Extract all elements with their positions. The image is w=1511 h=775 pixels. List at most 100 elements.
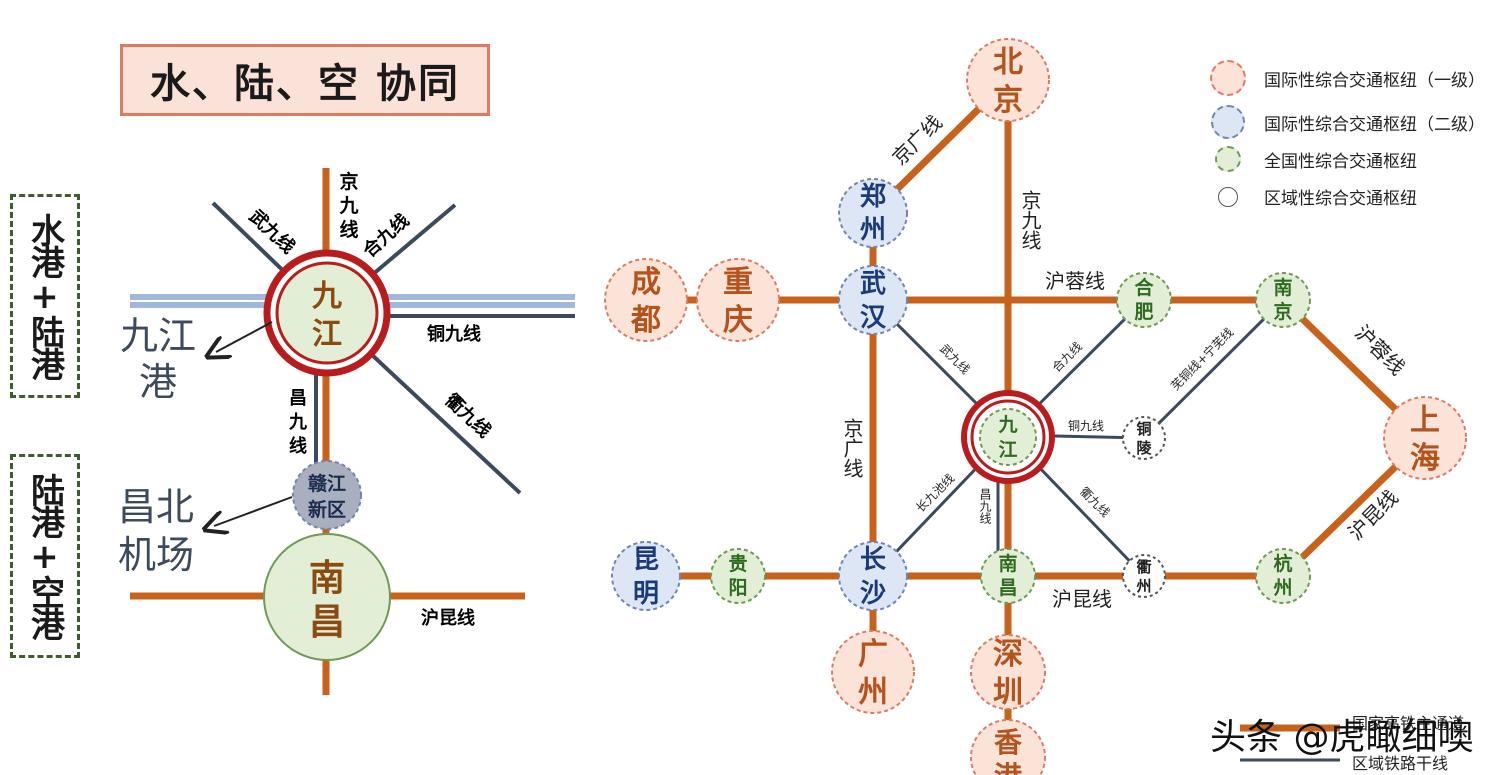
jingjiu-label-2: 九 <box>338 195 358 217</box>
tongjiu-right-label: 铜九线 <box>1068 418 1104 433</box>
node-chengdu: 成 都 <box>604 258 688 342</box>
svg-text:贵: 贵 <box>728 553 747 575</box>
svg-text:昆: 昆 <box>633 545 659 575</box>
node-wuhan: 武 汉 <box>838 265 908 335</box>
svg-text:都: 都 <box>630 303 661 338</box>
legend-label-regional: 区域性综合交通枢纽 <box>1264 189 1417 209</box>
node-guiyang: 贵 阳 <box>710 548 766 604</box>
svg-text:京: 京 <box>993 83 1023 118</box>
legend-label-tier2: 国际性综合交通枢纽（二级） <box>1264 114 1485 135</box>
ganjiang-hub <box>292 460 362 530</box>
svg-text:港: 港 <box>994 760 1023 775</box>
legend-swatch-tier1 <box>1210 60 1246 96</box>
changjiu-label-3: 线 <box>289 435 307 457</box>
svg-text:南: 南 <box>1273 277 1292 299</box>
node-zhengzhou: 郑 州 <box>838 178 908 248</box>
svg-text:州: 州 <box>1273 577 1292 599</box>
svg-text:南: 南 <box>998 553 1017 575</box>
land-air-port-label: 陆港+空港 <box>24 473 65 639</box>
node-changsha: 长 沙 <box>838 541 908 611</box>
jingguang-upper-label: 京广线 <box>887 110 946 169</box>
hejiu-right-label: 合九线 <box>1049 339 1085 375</box>
svg-text:上: 上 <box>1410 403 1440 438</box>
node-nanchang: 南 昌 <box>980 548 1036 604</box>
jiujiang-hub <box>275 261 379 365</box>
legend-label-tier1: 国际性综合交通枢纽（一级） <box>1264 70 1485 91</box>
ganjiang-label-2: 新区 <box>308 498 346 521</box>
jingjiu-label-1: 京 <box>339 170 358 193</box>
svg-text:州: 州 <box>858 675 888 710</box>
line-wuhu <box>1142 298 1285 440</box>
svg-text:陵: 陵 <box>1136 439 1152 457</box>
node-shenzhen: 深 圳 <box>970 634 1046 710</box>
changbei-airport-label-1: 昌北 <box>118 485 194 529</box>
svg-text:明: 明 <box>633 579 659 609</box>
legend-line-label: 区域铁路干线 <box>1352 754 1449 773</box>
watermark: 头条 @虎瞰细噢 <box>1210 717 1474 758</box>
hurong-center-label: 沪蓉线 <box>1045 269 1105 293</box>
hukun-center-label: 沪昆线 <box>1052 587 1112 611</box>
nanchang-hub-label-2: 昌 <box>309 602 345 643</box>
jingguang-left-label: 京广线 <box>840 418 864 478</box>
svg-text:重: 重 <box>723 265 753 300</box>
svg-text:广: 广 <box>858 637 888 672</box>
changjiu-label-1: 昌 <box>289 388 307 409</box>
legend-item-tier2: 国际性综合交通枢纽（二级） <box>1210 105 1485 139</box>
svg-text:庆: 庆 <box>723 303 753 338</box>
svg-text:成: 成 <box>631 265 661 300</box>
node-hangzhou: 杭 州 <box>1255 548 1311 604</box>
land-air-port-box: 陆港+空港 <box>10 454 80 658</box>
node-quzhou: 衢 州 <box>1122 554 1166 598</box>
changjiu-right-label: 昌九线 <box>978 488 992 524</box>
svg-text:州: 州 <box>1135 577 1151 595</box>
svg-text:北: 北 <box>993 45 1023 80</box>
svg-text:昌: 昌 <box>998 577 1017 599</box>
svg-text:合: 合 <box>1134 276 1154 299</box>
legend-swatch-national <box>1215 146 1241 172</box>
svg-text:深: 深 <box>993 637 1023 672</box>
svg-text:长: 长 <box>860 545 887 575</box>
svg-text:京: 京 <box>1273 300 1292 323</box>
legend-item-national: 全国性综合交通枢纽 <box>1210 146 1417 172</box>
qujiu-label: 衢九线 <box>441 389 495 442</box>
svg-text:圳: 圳 <box>993 675 1023 710</box>
svg-text:武: 武 <box>860 269 886 299</box>
nanchang-hub-label-1: 南 <box>309 558 345 599</box>
svg-text:阳: 阳 <box>728 577 747 599</box>
svg-text:铜: 铜 <box>1136 420 1151 438</box>
tongjiu-label: 铜九线 <box>427 323 481 345</box>
svg-text:郑: 郑 <box>860 182 886 212</box>
page-title: 水、陆、空 协同 <box>120 44 490 116</box>
hukun-right-label: 沪昆线 <box>1343 485 1402 544</box>
changbei-airport-label-2: 机场 <box>118 533 194 577</box>
svg-text:杭: 杭 <box>1273 552 1292 575</box>
jingjiu-label: 京九线 <box>1018 190 1042 250</box>
jiujiang-hub-label-2: 江 <box>312 317 342 352</box>
node-jiujiang: 九 江 <box>961 390 1055 484</box>
svg-text:衢: 衢 <box>1136 558 1151 576</box>
nanchang-hub <box>263 533 391 661</box>
wujiu-label: 武九线 <box>245 205 299 258</box>
airport-arrow <box>214 496 293 526</box>
legend-swatch-regional <box>1218 186 1238 207</box>
svg-text:州: 州 <box>860 215 886 245</box>
svg-text:汉: 汉 <box>860 303 887 333</box>
svg-text:沙: 沙 <box>860 579 886 609</box>
node-chongqing: 重 庆 <box>696 258 780 342</box>
qujiu-right-label: 衢九线 <box>1077 484 1112 519</box>
jiujiang-port-label-1: 九江 <box>120 314 196 358</box>
left-diagram: 九 江 赣江 新区 南 昌 京 九 线 武九线 合九线 铜九线 衢九线 昌 九 … <box>118 168 575 695</box>
legend-swatch-tier2 <box>1211 105 1245 139</box>
ganjiang-label-1: 赣江 <box>308 472 346 495</box>
port-arrow <box>216 321 273 352</box>
jiujiang-hub-label-1: 九 <box>312 279 342 314</box>
svg-text:香: 香 <box>994 726 1022 759</box>
hukun-label: 沪昆线 <box>421 607 475 629</box>
legend-rail-label: 国家高铁主通道 <box>1352 714 1465 733</box>
water-land-port-box: 水港+陆港 <box>10 194 80 398</box>
node-guangzhou: 广 州 <box>831 630 915 714</box>
node-beijing: 北 京 <box>966 38 1050 122</box>
water-land-port-label: 水港+陆港 <box>24 213 65 379</box>
node-nanjing: 南 京 <box>1255 272 1311 328</box>
hejiu-label: 合九线 <box>359 209 414 261</box>
